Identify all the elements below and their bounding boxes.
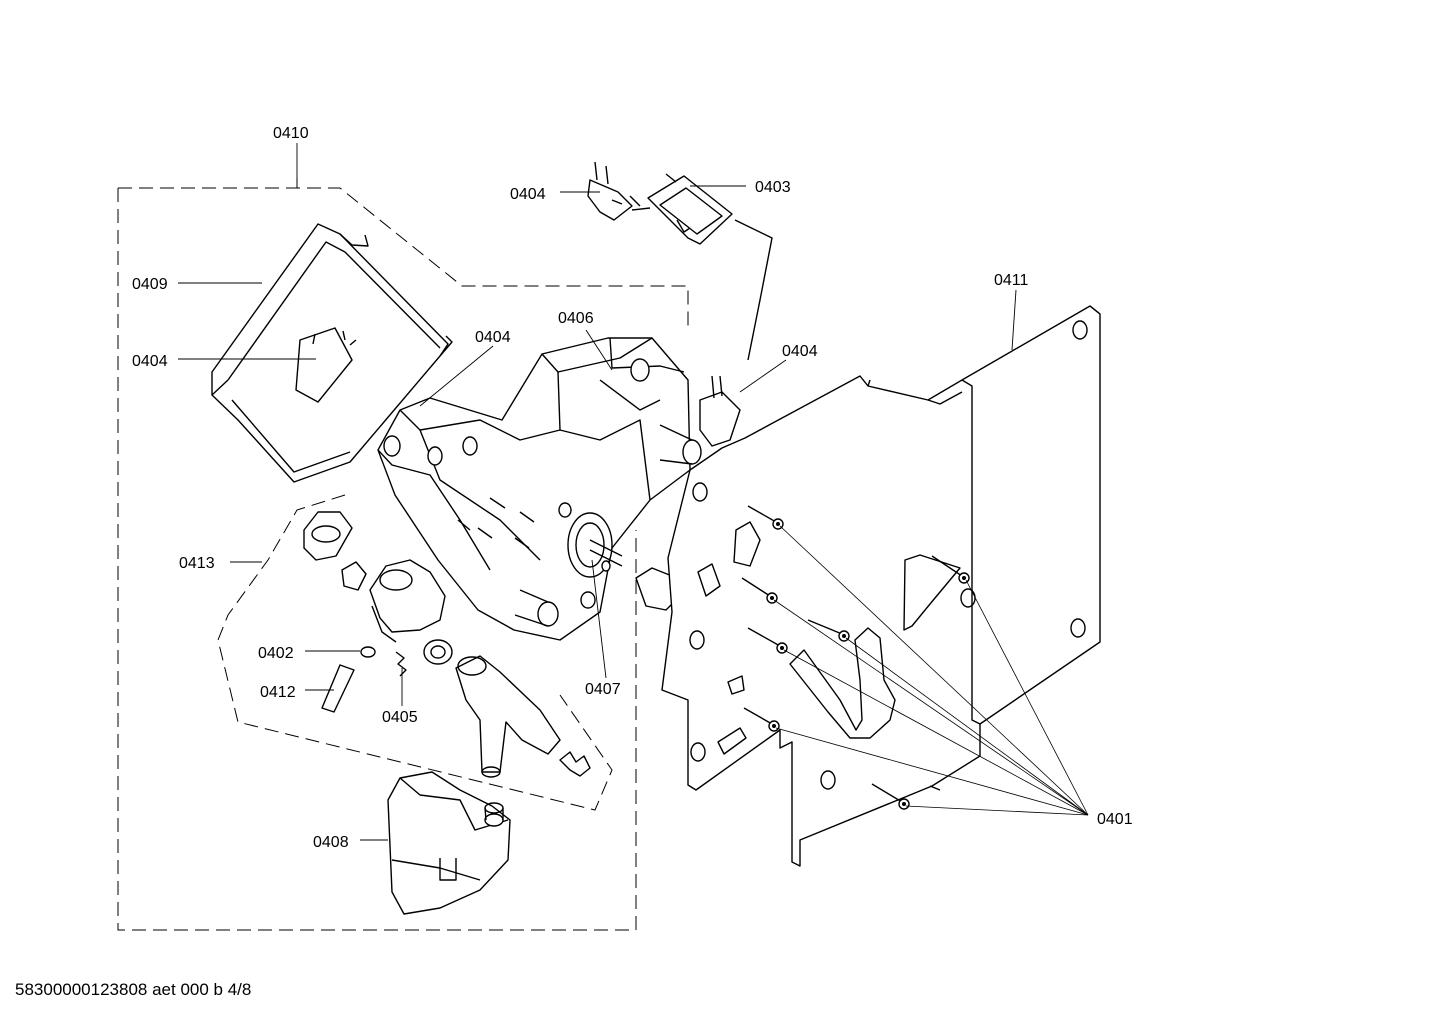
label-0412: 0412 [260,684,296,701]
part-labels: 0410 0409 0404 0404 0403 0404 0406 0411 … [132,125,1133,851]
label-0413: 0413 [179,555,215,572]
label-0407: 0407 [585,681,621,698]
part-0403-switch [631,173,773,361]
label-0408: 0408 [313,834,349,851]
assembly-group-0413-outline [217,494,613,811]
part-0406-valve-block [377,337,702,641]
part-0408-tank [387,771,511,915]
label-0404-top: 0404 [510,186,546,203]
screw-6 [931,555,970,584]
part-0409-cover [211,223,453,483]
part-0401-screws [741,505,970,810]
label-0404-cover: 0404 [132,353,168,370]
label-0411: 0411 [994,272,1029,289]
label-0410: 0410 [273,125,309,142]
label-0406: 0406 [558,310,594,327]
part-0411-frame [661,305,1101,867]
label-0404-block: 0404 [475,329,511,346]
screw-2 [741,577,778,604]
part-0404-block-switch [699,375,741,447]
label-0402: 0402 [258,645,294,662]
label-0403: 0403 [755,179,791,196]
document-reference-footer: 58300000123808 aet 000 b 4/8 [15,980,252,999]
label-0405: 0405 [382,709,418,726]
assembly-group-0410-outline [117,178,689,931]
part-0407-rotor [567,512,623,578]
part-0404-top-switch [587,161,641,221]
label-0409: 0409 [132,276,168,293]
screw-7 [871,783,910,810]
label-0404-frame: 0404 [782,343,818,360]
leader-lines [178,143,1017,841]
leader-lines-0401 [773,525,1089,816]
label-0401: 0401 [1097,811,1133,828]
part-0413-assembly [303,511,591,778]
